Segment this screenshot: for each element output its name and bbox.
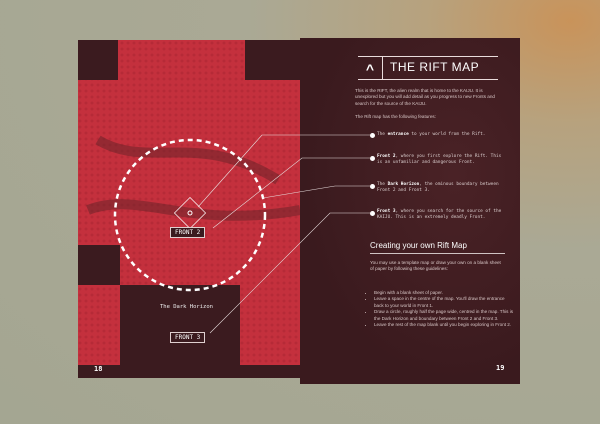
- section-title: Creating your own Rift Map: [370, 241, 505, 254]
- feature-bullet: [370, 211, 375, 216]
- guideline-item: Leave the rest of the map blank until yo…: [374, 322, 514, 328]
- guideline-item: Leave a space in the centre of the map. …: [374, 296, 514, 309]
- chevron-up-icon: ^: [358, 57, 383, 79]
- front-2-label: FRONT 2: [170, 227, 206, 238]
- feature-bullet: [370, 156, 375, 161]
- features-intro: The Rift map has the following features:: [355, 114, 436, 119]
- section-intro: You may use a template map or draw your …: [370, 260, 501, 272]
- feature-front-2: Front 2, where you first explore the Rif…: [377, 154, 502, 166]
- feature-entrance: The entrance to your world from the Rift…: [377, 132, 486, 137]
- title-box: ^ THE RIFT MAP: [358, 56, 498, 80]
- dark-horizon-label: The Dark Horizon: [160, 304, 213, 310]
- feature-dark-horizon: The Dark Horizon, the ominous boundary b…: [377, 182, 499, 194]
- guideline-item: Draw a circle, roughly half the page wid…: [374, 309, 514, 322]
- guidelines-list: Begin with a blank sheet of paper. Leave…: [362, 290, 514, 328]
- guideline-item: Begin with a blank sheet of paper.: [374, 290, 514, 296]
- intro-text: This is the RIFT, the alien realm that i…: [355, 88, 495, 106]
- left-page: FRONT 2 The Dark Horizon FRONT 3 18: [78, 40, 300, 378]
- page-number-left: 18: [94, 365, 103, 373]
- feature-front-3: Front 3, where you search for the source…: [377, 209, 502, 221]
- right-page: ^ THE RIFT MAP This is the RIFT, the ali…: [300, 38, 520, 384]
- feature-bullet: [370, 184, 375, 189]
- entrance-marker: [187, 210, 193, 216]
- front-3-label: FRONT 3: [170, 332, 206, 343]
- rift-map: [78, 40, 300, 365]
- page-title: THE RIFT MAP: [390, 60, 480, 74]
- feature-bullet: [370, 133, 375, 138]
- page-number-right: 19: [496, 364, 505, 372]
